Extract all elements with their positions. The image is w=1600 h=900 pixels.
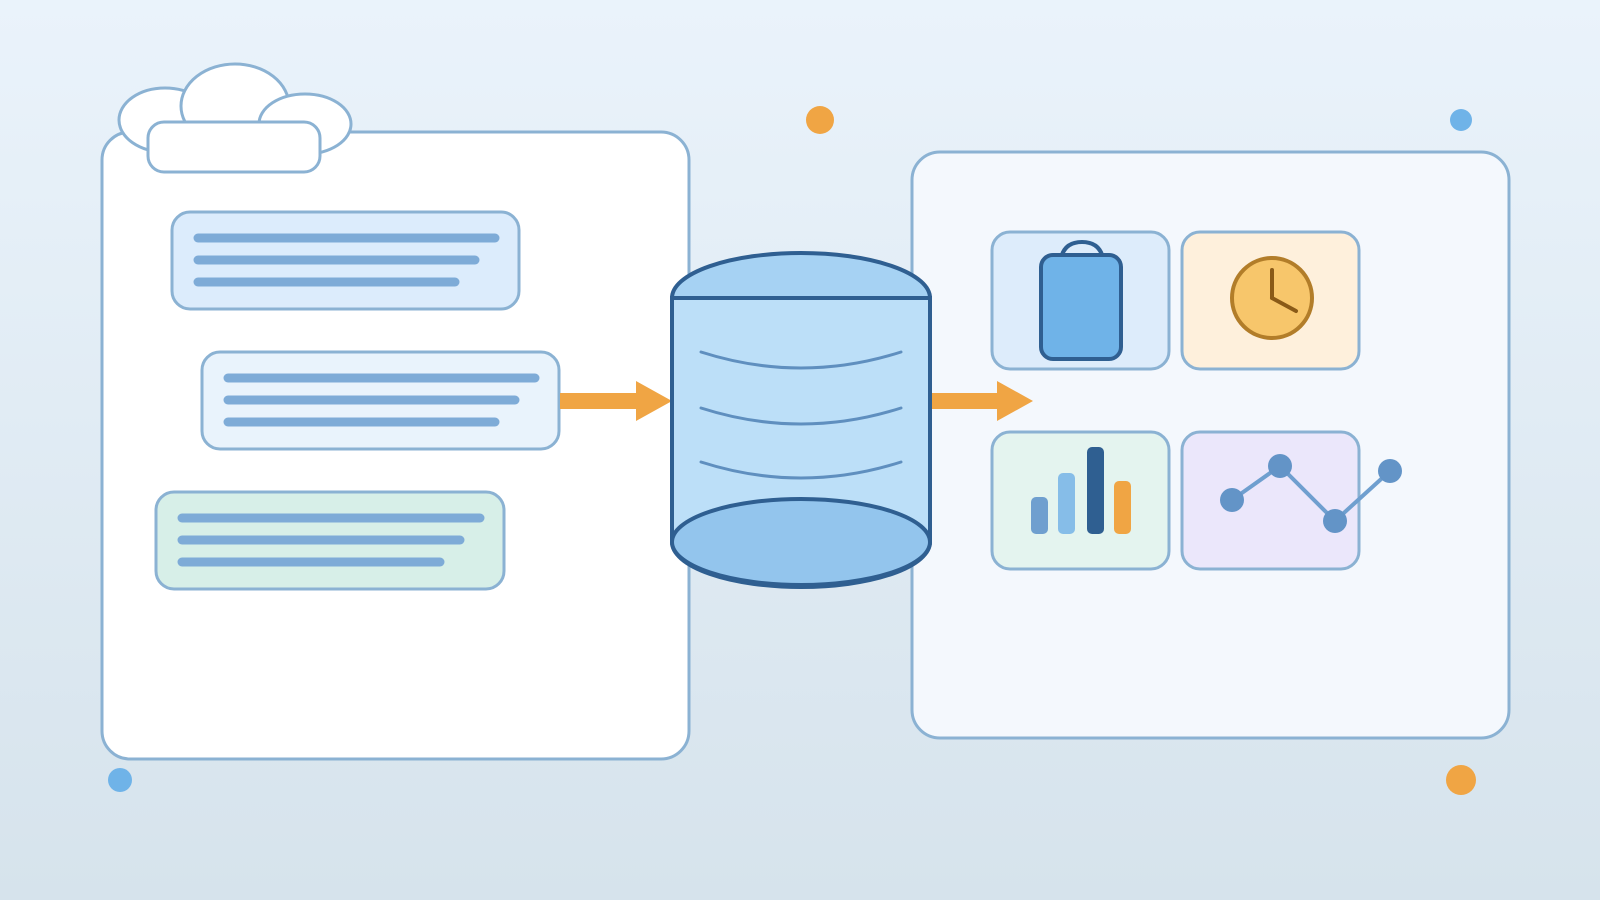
bar-chart-icon xyxy=(1031,447,1131,534)
dashboard-tile-line-chart xyxy=(1180,430,1361,571)
bar xyxy=(1031,497,1048,534)
line-point xyxy=(1268,454,1292,478)
bar xyxy=(1087,447,1104,534)
clock-icon xyxy=(1230,256,1314,340)
database-ring xyxy=(699,460,903,480)
database-ring xyxy=(699,350,903,370)
decor-dot-blue-top xyxy=(1450,109,1472,131)
source-panel xyxy=(100,62,691,761)
decor-dot-blue-bottom xyxy=(108,768,132,792)
database-ring xyxy=(699,406,903,426)
line-point xyxy=(1220,488,1244,512)
bar xyxy=(1058,473,1075,534)
database-icon xyxy=(669,251,933,589)
decor-dot-orange-top xyxy=(806,106,834,134)
dashboard-tile-bar-chart xyxy=(990,430,1171,571)
dashboard-tile-clock xyxy=(1180,230,1361,371)
document-card-2 xyxy=(200,350,561,451)
dashboard-tile-bag xyxy=(990,230,1171,371)
line-chart-icon xyxy=(1220,454,1402,533)
line-point xyxy=(1323,509,1347,533)
document-card-3 xyxy=(154,490,506,591)
line-point xyxy=(1378,459,1402,483)
flow-arrow-to-database xyxy=(560,381,672,421)
document-card-1 xyxy=(170,210,521,311)
flow-arrow-to-dashboard xyxy=(930,381,1033,421)
decor-dot-orange-bottom xyxy=(1446,765,1476,795)
dashboard-panel xyxy=(910,150,1511,740)
bar xyxy=(1114,481,1131,534)
cloud-icon xyxy=(117,62,353,174)
shopping-bag-icon xyxy=(1039,239,1123,361)
